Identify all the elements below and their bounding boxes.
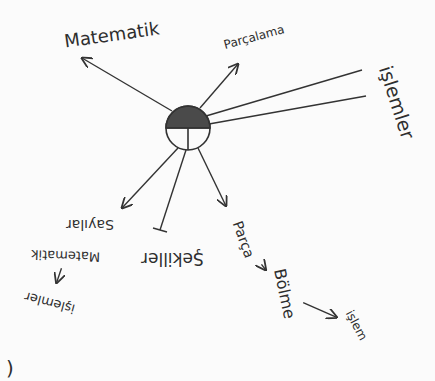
concept-word: Şekiller [138,247,207,270]
concept-word: işlemler [20,286,80,319]
concept-word: Bölme [268,264,301,324]
concept-word: işlemler [373,59,422,144]
center-circle [166,106,210,150]
spoke-arrows [82,58,366,232]
concept-text: Parçalama [222,24,286,53]
concept-text: işlemler [23,288,77,315]
concept-word: Matematik [60,16,164,54]
concept-arrow [303,303,337,318]
concept-text: Sayılar [66,217,114,232]
concept-text: işlem [343,309,370,343]
concept-text: Matematik [31,247,101,264]
concept-text: Parça [229,219,257,260]
concept-arrow [261,264,265,270]
concept-text: işlemler [375,63,418,141]
concept-word: işlem [339,305,372,347]
concept-arrow [57,268,62,283]
stray-mark: ) [6,356,14,380]
concept-text: Bölme [270,267,298,320]
concept-word: Matematik [28,245,104,266]
concept-text: Şekiller [141,249,204,268]
concept-text: Matematik [63,19,161,52]
concept-word: Parçalama [219,21,290,55]
concept-word: Parça [226,216,259,264]
concept-word: Sayılar [63,215,117,234]
